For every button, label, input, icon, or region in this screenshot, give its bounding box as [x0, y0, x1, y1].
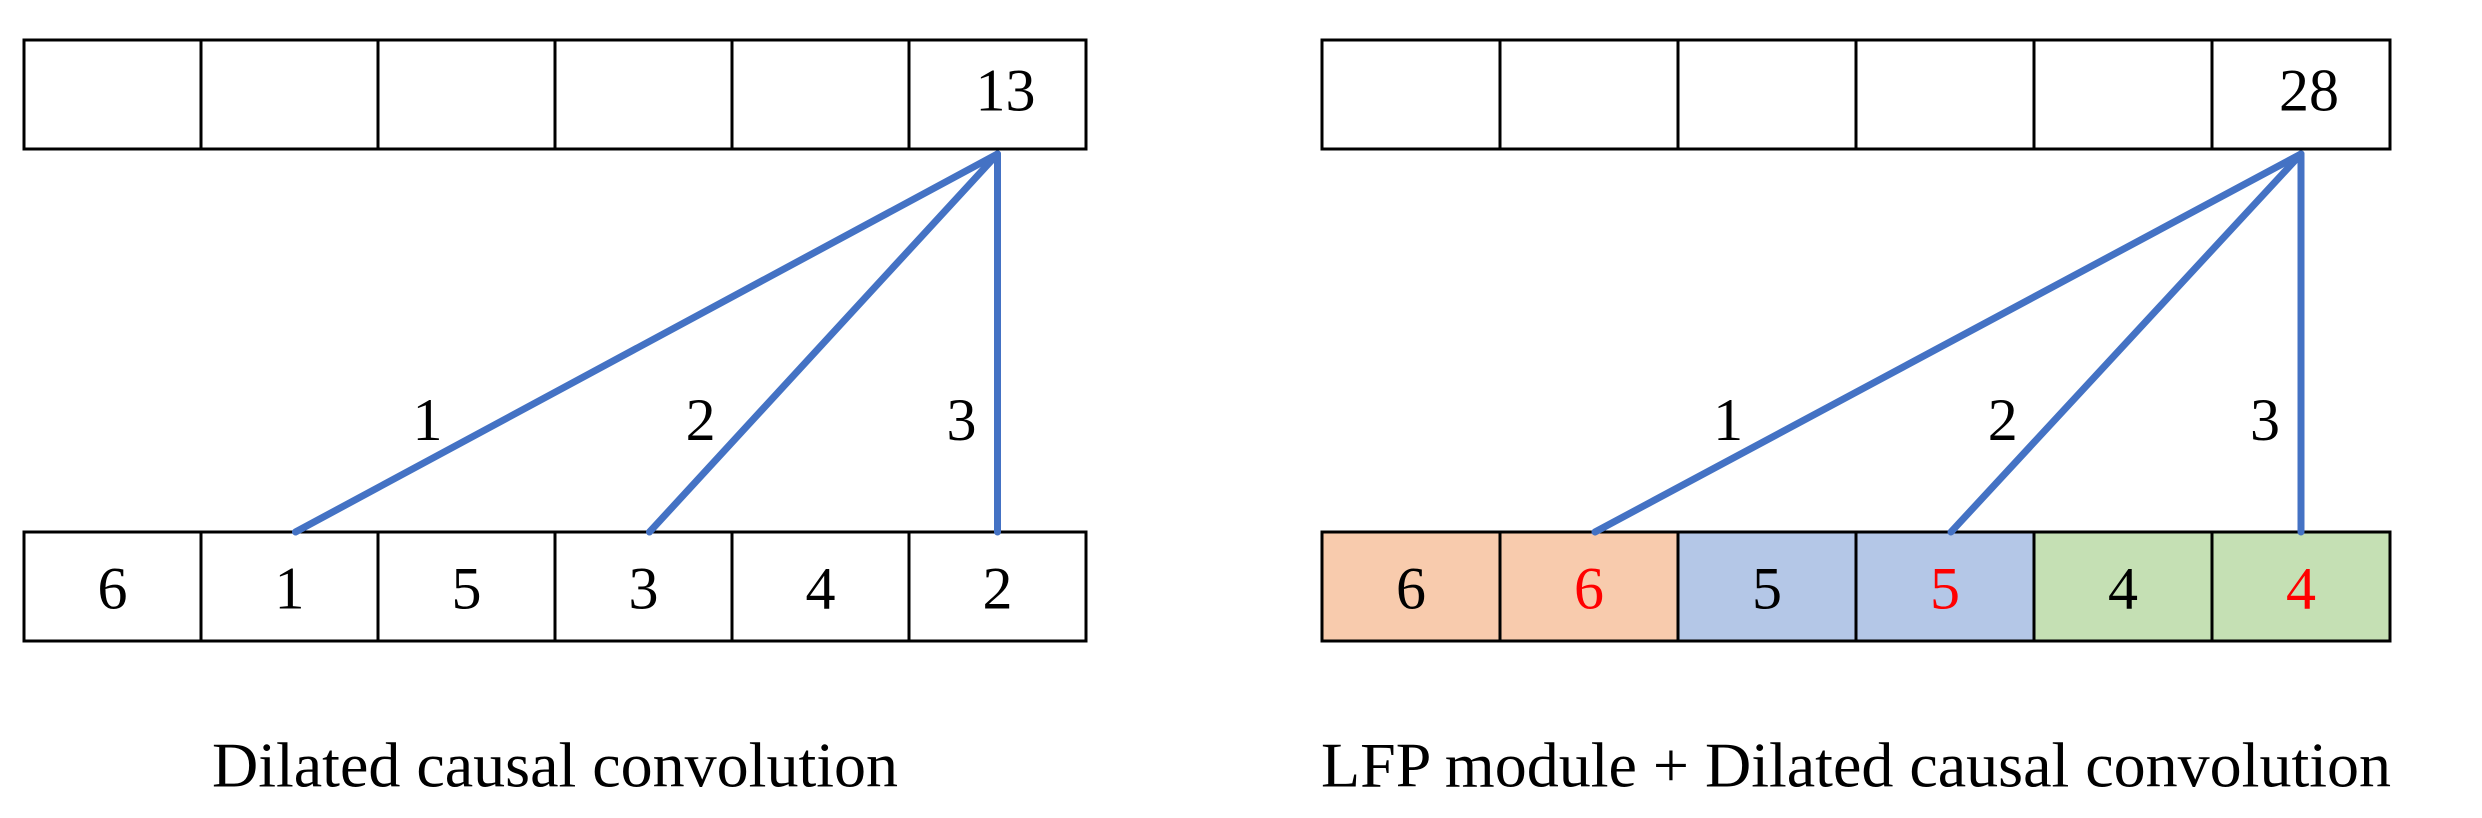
input-cell [22, 530, 203, 643]
weight-label: 1 [1713, 387, 1743, 453]
panel-caption: LFP module + Dilated causal convolution [1321, 730, 2391, 801]
input-cell [1498, 530, 1680, 643]
output-cell [1320, 38, 1502, 151]
output-cell [1854, 38, 2036, 151]
weight-label: 2 [686, 387, 716, 453]
output-cell [199, 38, 380, 151]
input-value: 4 [2286, 556, 2316, 622]
input-cell [2032, 530, 2214, 643]
input-value: 5 [452, 556, 482, 622]
input-cell [730, 530, 911, 643]
input-value: 4 [806, 556, 836, 622]
output-cell [907, 38, 1088, 151]
output-cell [730, 38, 911, 151]
connection-line [292, 150, 1001, 536]
input-value: 4 [2108, 556, 2138, 622]
output-cell [2032, 38, 2214, 151]
input-value: 2 [983, 556, 1013, 622]
input-value: 6 [1396, 556, 1426, 622]
weight-label: 2 [1988, 387, 2018, 453]
connection-line [1947, 150, 2305, 536]
panel-caption: Dilated causal convolution [212, 730, 898, 801]
weight-label: 3 [2250, 387, 2280, 453]
output-cell [2210, 38, 2392, 151]
input-cell [1320, 530, 1502, 643]
input-value: 3 [629, 556, 659, 622]
input-value: 6 [98, 556, 128, 622]
connection-line [646, 150, 1001, 536]
input-cell [907, 530, 1088, 643]
output-cell [22, 38, 203, 151]
input-cell [1676, 530, 1858, 643]
input-cell [553, 530, 734, 643]
output-value: 13 [976, 58, 1036, 124]
output-cell [1676, 38, 1858, 151]
input-value: 5 [1930, 556, 1960, 622]
output-cell [376, 38, 557, 151]
input-cell [199, 530, 380, 643]
input-value: 5 [1752, 556, 1782, 622]
input-value: 6 [1574, 556, 1604, 622]
output-value: 28 [2279, 58, 2339, 124]
input-cell [2210, 530, 2392, 643]
output-cell [1498, 38, 1680, 151]
input-value: 1 [275, 556, 305, 622]
weight-label: 3 [947, 387, 977, 453]
weight-label: 1 [413, 387, 443, 453]
connection-line [1591, 150, 2305, 536]
output-cell [553, 38, 734, 151]
